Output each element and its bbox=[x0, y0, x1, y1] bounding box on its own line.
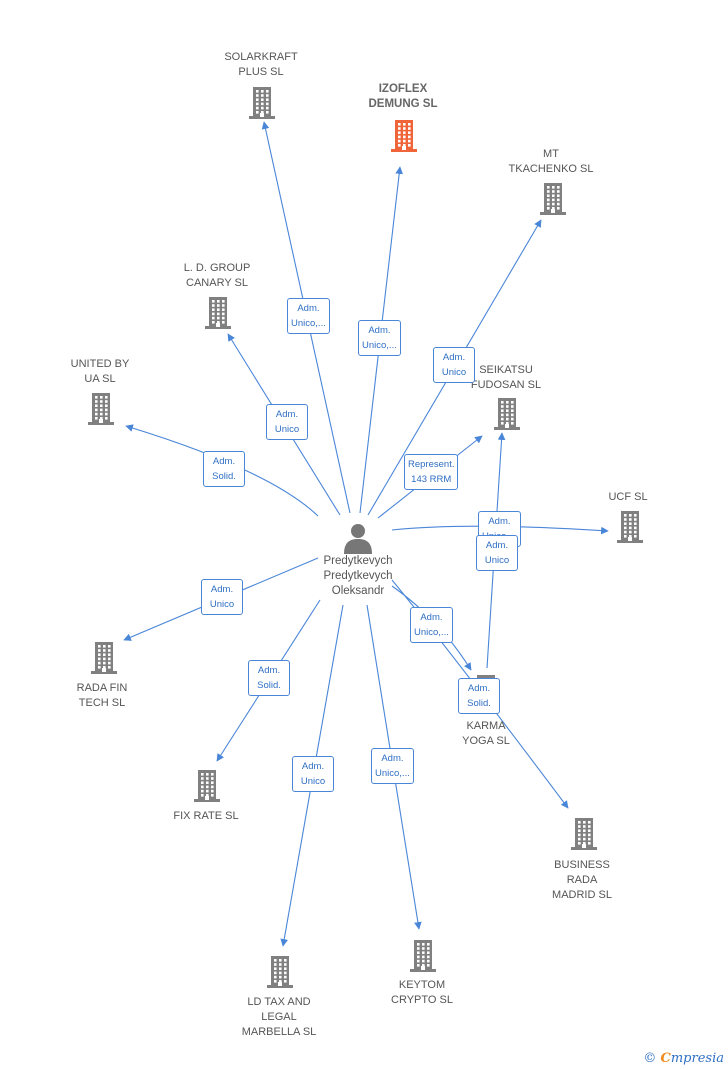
company-label-unitedby[interactable]: UNITED BY UA SL bbox=[70, 358, 130, 385]
center-person-node[interactable]: Predytkevych Predytkevych Oleksandr bbox=[298, 522, 418, 599]
person-icon bbox=[344, 524, 372, 554]
company-label-ldgroup[interactable]: L. D. GROUP CANARY SL bbox=[183, 262, 251, 289]
company-label-mt[interactable]: MT TKACHENKO SL bbox=[508, 148, 594, 175]
edge-label-seikatsu: Represent. 143 RRM bbox=[404, 454, 459, 490]
company-node-mt[interactable] bbox=[538, 181, 568, 215]
edge-label-business: Adm. Solid. bbox=[458, 678, 500, 714]
company-node-business[interactable] bbox=[569, 816, 599, 850]
building-icon bbox=[391, 120, 417, 152]
company-node-unitedby[interactable] bbox=[86, 391, 116, 425]
building-icon bbox=[617, 511, 643, 543]
company-node-radafin[interactable] bbox=[89, 640, 119, 674]
company-label-keytom[interactable]: KEYTOM CRYPTO SL bbox=[391, 979, 453, 1006]
company-label-seikatsu[interactable]: SEIKATSU FUDOSAN SL bbox=[470, 364, 542, 391]
building-icon bbox=[91, 642, 117, 674]
edge-label-izoflex: Adm. Unico,... bbox=[358, 320, 401, 356]
building-icon bbox=[410, 940, 436, 972]
building-icon bbox=[88, 393, 114, 425]
edge-label-mt: Adm. Unico bbox=[433, 347, 475, 383]
building-icon bbox=[494, 398, 520, 430]
company-node-seikatsu[interactable] bbox=[492, 396, 522, 430]
edge-business bbox=[391, 579, 569, 809]
edge-label-karma-seikatsu: Adm. Unico bbox=[476, 535, 518, 571]
edge-label-ldgroup: Adm. Unico bbox=[266, 404, 308, 440]
company-label-ldtax[interactable]: LD TAX AND LEGAL MARBELLA SL bbox=[241, 996, 317, 1038]
building-icon bbox=[267, 956, 293, 988]
edge-label-karma: Adm. Unico,... bbox=[410, 607, 453, 643]
company-node-solarkraft[interactable] bbox=[247, 85, 277, 119]
copyright-symbol: © bbox=[643, 1051, 657, 1066]
empresia-watermark: © Cmpresia bbox=[643, 1051, 724, 1066]
company-node-ldtax[interactable] bbox=[265, 954, 295, 988]
company-label-solarkraft[interactable]: SOLARKRAFT PLUS SL bbox=[224, 51, 298, 78]
building-icon bbox=[205, 297, 231, 329]
edge-label-unitedby: Adm. Solid. bbox=[203, 451, 245, 487]
company-label-business[interactable]: BUSINESS RADA MADRID SL bbox=[552, 859, 612, 901]
brand-name: mpresia bbox=[670, 1051, 724, 1066]
company-label-fixrate[interactable]: FIX RATE SL bbox=[173, 810, 239, 822]
edge-label-keytom: Adm. Unico,... bbox=[371, 748, 414, 784]
building-icon bbox=[194, 770, 220, 802]
edge-label-radafin: Adm. Unico bbox=[201, 579, 243, 615]
company-node-ucf[interactable] bbox=[615, 509, 645, 543]
company-label-radafin[interactable]: RADA FIN TECH SL bbox=[76, 682, 128, 709]
company-label-ucf[interactable]: UCF SL bbox=[608, 491, 648, 503]
company-node-ldgroup[interactable] bbox=[203, 295, 233, 329]
building-icon bbox=[571, 818, 597, 850]
company-label-izoflex[interactable]: IZOFLEX DEMUNG SL bbox=[368, 83, 438, 110]
company-node-fixrate[interactable] bbox=[192, 768, 222, 802]
building-icon bbox=[540, 183, 566, 215]
company-label-karma[interactable]: KARMA YOGA SL bbox=[462, 720, 510, 747]
company-node-izoflex[interactable] bbox=[389, 118, 419, 152]
edge-label-ldtax: Adm. Unico bbox=[292, 756, 334, 792]
edge-unitedby bbox=[125, 424, 319, 517]
company-node-keytom[interactable] bbox=[408, 938, 438, 972]
edge-label-fixrate: Adm. Solid. bbox=[248, 660, 290, 696]
edge-label-solarkraft: Adm. Unico,... bbox=[287, 298, 330, 334]
brand-initial: C bbox=[660, 1051, 671, 1066]
center-person-label: Predytkevych Predytkevych Oleksandr bbox=[323, 555, 393, 597]
building-icon bbox=[249, 87, 275, 119]
